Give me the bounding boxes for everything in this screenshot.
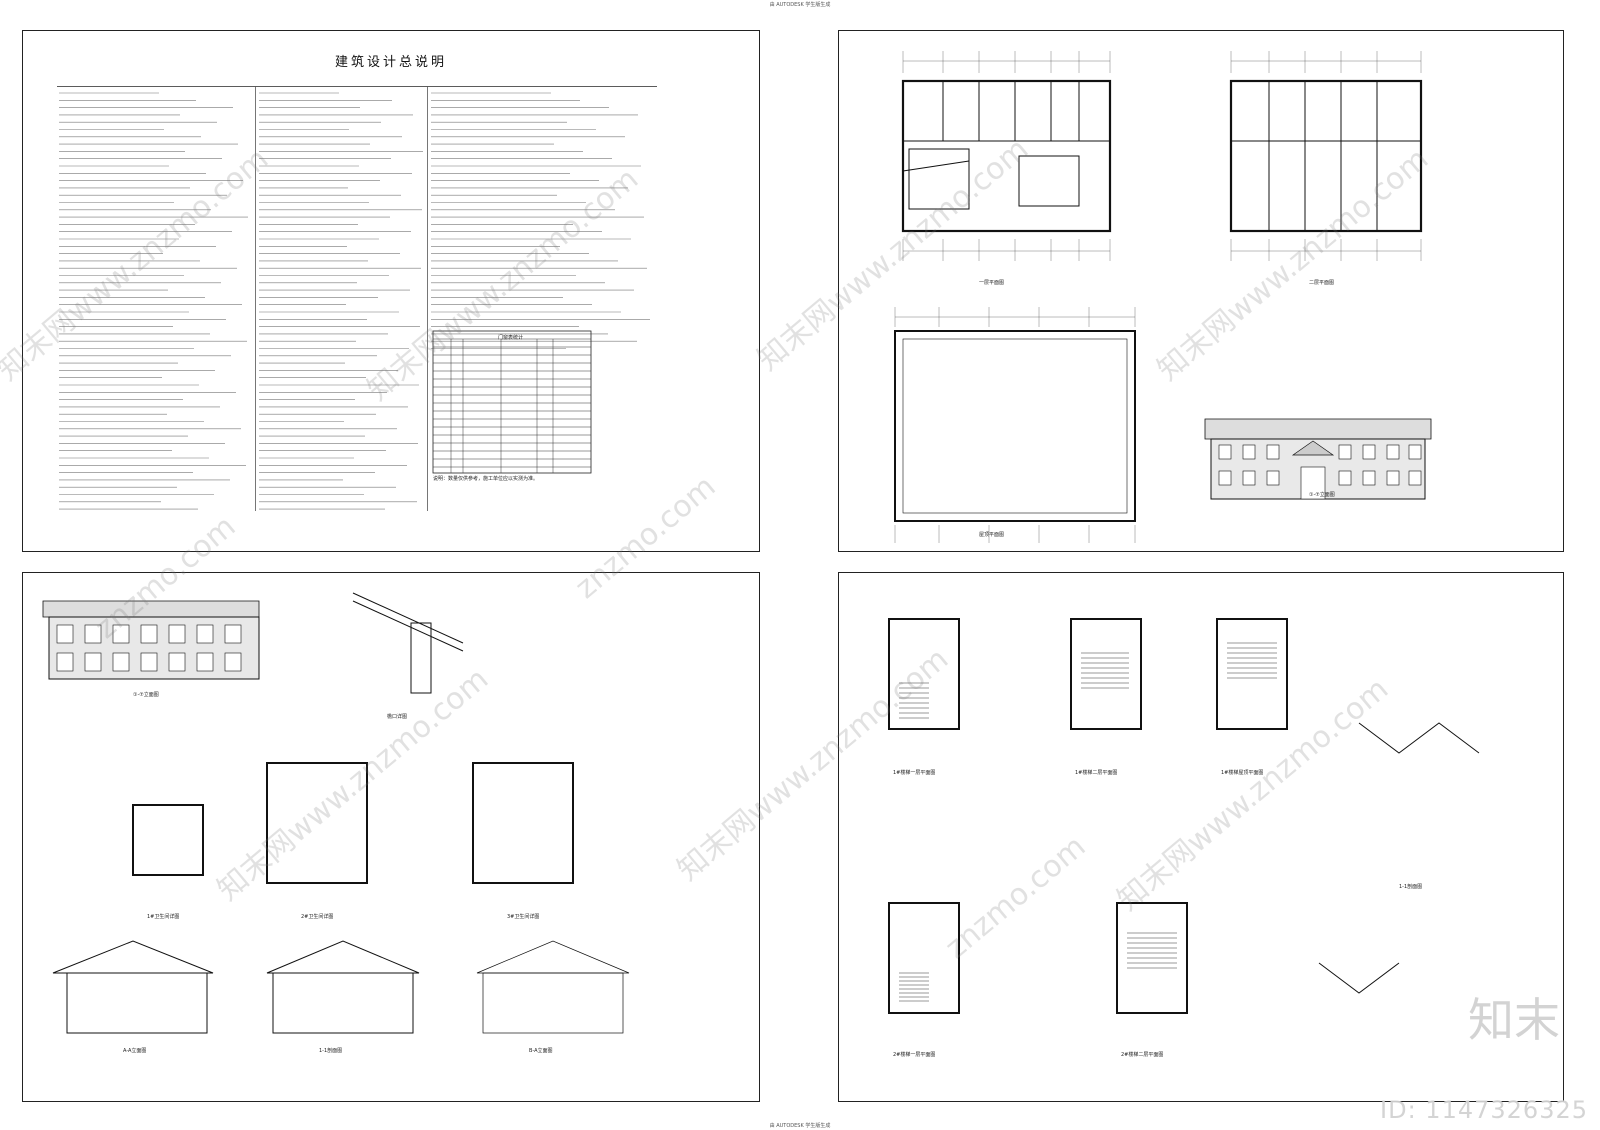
detail-drawings — [42, 592, 630, 1034]
drawing-window — [1338, 470, 1352, 486]
drawing-window — [1386, 444, 1400, 460]
drawing-window — [224, 624, 242, 644]
drawing-window — [56, 624, 74, 644]
drawing-window — [1338, 444, 1352, 460]
drawing-window — [224, 652, 242, 672]
drawing-window — [112, 652, 130, 672]
caption-section-1-1: 1-1剖面图 — [319, 1048, 343, 1054]
drawing-window — [1386, 470, 1400, 486]
drawing-window — [196, 652, 214, 672]
drawing-window — [1266, 470, 1280, 486]
caption-plan-1f: 一层平面图 — [979, 280, 1005, 286]
top-note: 由 AUTODESK 学生版生成 — [769, 2, 831, 8]
caption-eave-detail: 檐口详图 — [387, 714, 408, 720]
sheet-stair-details: 1#楼梯一层平面图 1#楼梯二层平面图 1#楼梯屋顶平面图 2#楼梯一层平面图 … — [838, 572, 1564, 1102]
sheet-general-notes: 建筑设计总说明 门窗表统计 说明：数量仅供参考，施工单位应以实测为准。 — [22, 30, 760, 552]
drawing-window — [1362, 470, 1376, 486]
door-table-note: 说明：数量仅供参考，施工单位应以实测为准。 — [433, 476, 539, 482]
plan-drawings — [894, 51, 1432, 543]
caption-plan-2f: 二层平面图 — [1309, 280, 1335, 286]
drawing-window — [1218, 444, 1232, 460]
drawing-window — [1408, 470, 1422, 486]
sheet-elevations-details: ①-⑦立面图 檐口详图 1#卫生间详图 2#卫生间详图 3#卫生间详图 A-A立… — [22, 572, 760, 1102]
drawing-line — [902, 160, 970, 172]
caption-toilet-2: 2#卫生间详图 — [301, 914, 334, 920]
image-id-label: ID: 1147326325 — [1380, 1096, 1588, 1124]
drawing-window — [84, 652, 102, 672]
drawing-window — [168, 624, 186, 644]
caption-stair2-2f: 2#楼梯二层平面图 — [1121, 1052, 1164, 1058]
drawing-window — [1242, 470, 1256, 486]
sheet-title: 建筑设计总说明 — [334, 55, 447, 70]
drawing-window — [140, 652, 158, 672]
caption-roof-plan: 屋顶平面图 — [979, 532, 1005, 538]
caption-elevation-b-a: B-A立面图 — [529, 1048, 553, 1054]
drawing-window — [1218, 470, 1232, 486]
bottom-note: 由 AUTODESK 学生版生成 — [769, 1123, 831, 1129]
drawing-window — [1362, 444, 1376, 460]
drawing-window — [140, 624, 158, 644]
caption-elevation-1-7: ①-⑦立面图 — [133, 692, 159, 698]
door-table-title: 门窗表统计 — [498, 335, 524, 341]
drawing-window — [56, 652, 74, 672]
caption-toilet-1: 1#卫生间详图 — [147, 914, 180, 920]
drawing-window — [112, 624, 130, 644]
caption-toilet-3: 3#卫生间详图 — [507, 914, 540, 920]
stair-drawings — [888, 618, 1480, 1014]
caption-stair-section: 1-1剖面图 — [1399, 884, 1423, 890]
caption-elevation: ①-⑦立面图 — [1309, 492, 1335, 498]
drawing-window — [84, 624, 102, 644]
notes-text-lines — [57, 86, 657, 511]
drawing-window — [1266, 444, 1280, 460]
caption-elevation-a-a: A-A立面图 — [123, 1048, 147, 1054]
caption-stair2-1f: 2#楼梯一层平面图 — [893, 1052, 936, 1058]
drawing-window — [1300, 466, 1326, 500]
drawing-window — [168, 652, 186, 672]
brand-logo: 知末 — [1468, 993, 1560, 1047]
caption-stair1-2f: 1#楼梯二层平面图 — [1075, 770, 1118, 776]
drawing-window — [1242, 444, 1256, 460]
drawing-window — [196, 624, 214, 644]
door-window-table — [432, 330, 592, 474]
caption-stair1-1f: 1#楼梯一层平面图 — [893, 770, 936, 776]
caption-stair1-roof: 1#楼梯屋顶平面图 — [1221, 770, 1264, 776]
sheet-floor-plans: 一层平面图 二层平面图 屋顶平面图 ①-⑦立面图 — [838, 30, 1564, 552]
drawing-window — [1408, 444, 1422, 460]
